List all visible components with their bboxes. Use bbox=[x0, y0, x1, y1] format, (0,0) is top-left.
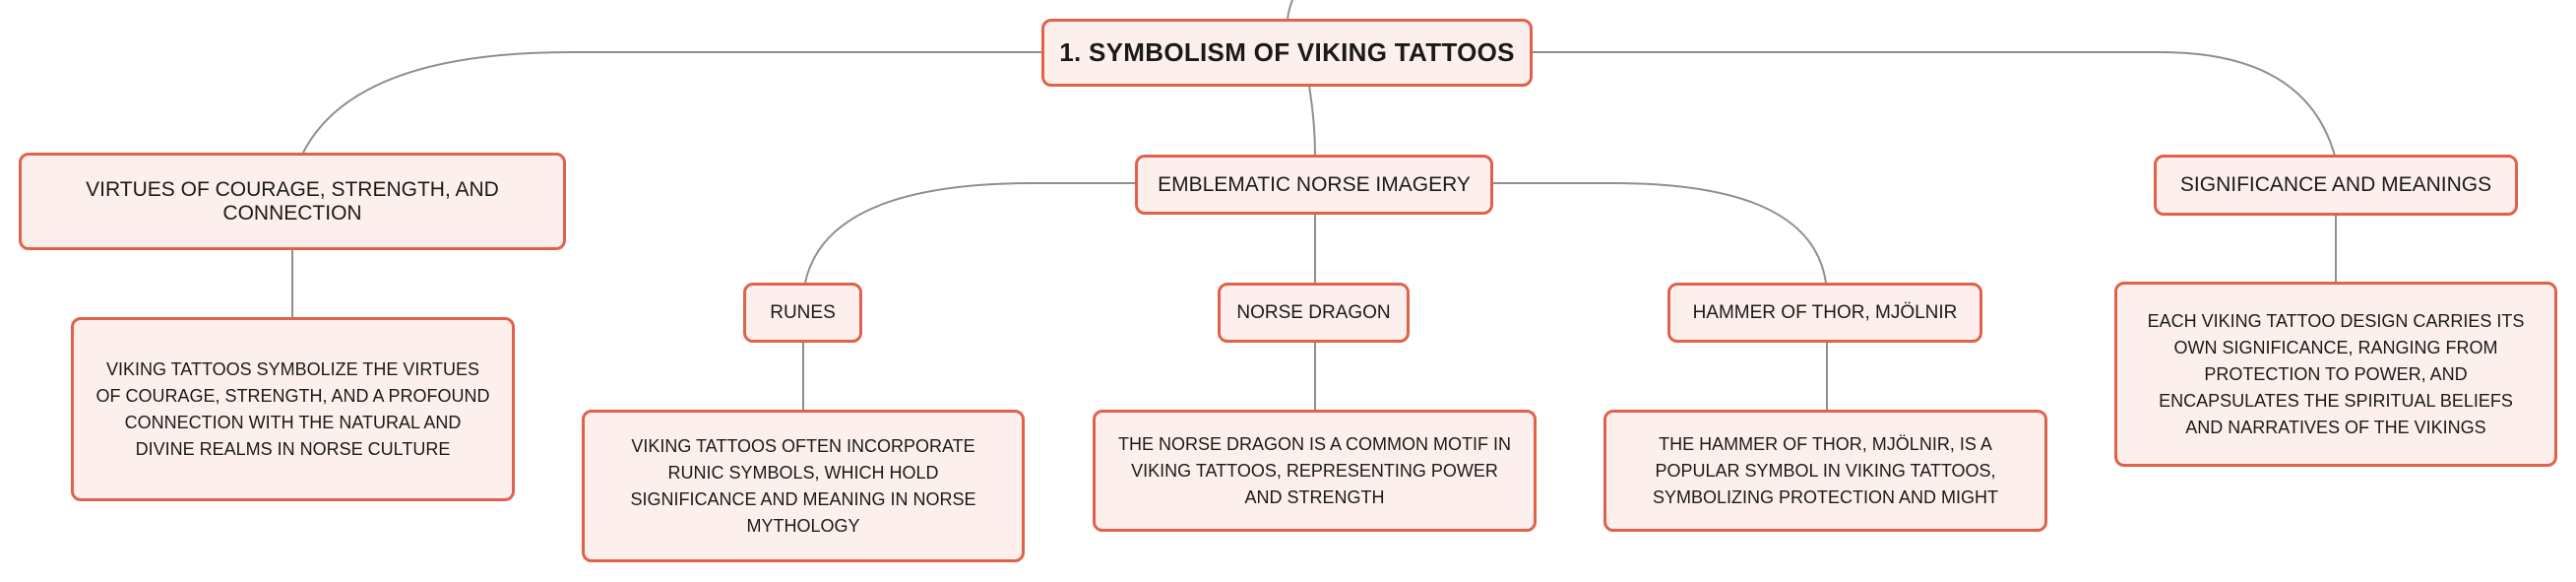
connector-root-to-imagery bbox=[1308, 85, 1316, 156]
topic-significance-node[interactable]: SIGNIFICANCE AND MEANINGS bbox=[2154, 155, 2518, 216]
subtopic-dragon-node[interactable]: NORSE DRAGON bbox=[1218, 283, 1410, 343]
connector-root-to-virtues bbox=[302, 51, 1041, 154]
detail-virtues-node[interactable]: VIKING TATTOOS SYMBOLIZE THE VIRTUES OF … bbox=[71, 317, 515, 501]
detail-runes-node[interactable]: VIKING TATTOOS OFTEN INCORPORATE RUNIC S… bbox=[582, 410, 1025, 562]
connector-root-to-significance bbox=[1533, 51, 2337, 161]
connector-imagery-to-hammer bbox=[1492, 182, 1827, 284]
topic-imagery-node[interactable]: EMBLEMATIC NORSE IMAGERY bbox=[1135, 155, 1493, 215]
detail-significance-node[interactable]: EACH VIKING TATTOO DESIGN CARRIES ITS OW… bbox=[2114, 282, 2557, 467]
detail-dragon-node[interactable]: THE NORSE DRAGON IS A COMMON MOTIF IN VI… bbox=[1093, 410, 1537, 532]
connector-parent-to-root bbox=[1287, 0, 1293, 21]
topic-virtues-node[interactable]: VIRTUES OF COURAGE, STRENGTH, AND CONNEC… bbox=[19, 153, 566, 250]
connector-imagery-to-runes bbox=[804, 182, 1135, 284]
detail-hammer-node[interactable]: THE HAMMER OF THOR, MJÖLNIR, IS A POPULA… bbox=[1603, 410, 2047, 532]
subtopic-runes-node[interactable]: RUNES bbox=[743, 283, 862, 343]
subtopic-hammer-node[interactable]: HAMMER OF THOR, MJÖLNIR bbox=[1667, 283, 1982, 343]
root-topic-node[interactable]: 1. SYMBOLISM OF VIKING TATTOOS bbox=[1041, 19, 1533, 87]
